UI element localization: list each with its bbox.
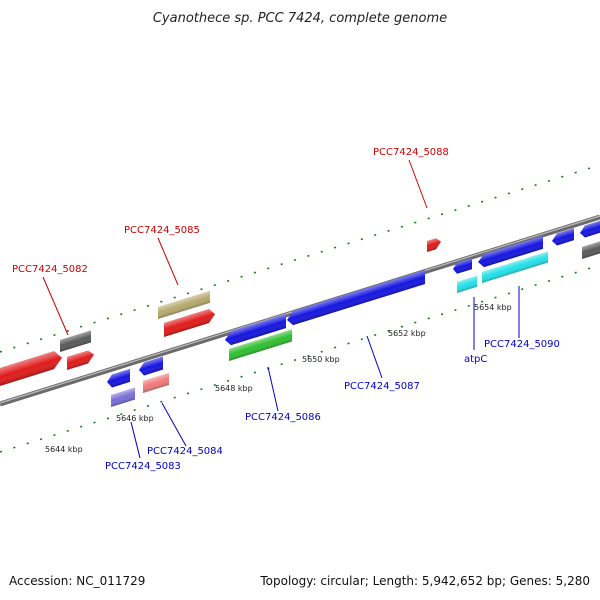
label-pcc7424-5085[interactable]: PCC7424_5085	[124, 225, 200, 236]
gene-5090-box[interactable]	[482, 251, 548, 283]
gene-5081-forward[interactable]	[0, 349, 62, 386]
label-pcc7424-5082[interactable]: PCC7424_5082	[12, 264, 88, 275]
tick-label-5654: 5654 kbp	[474, 303, 512, 312]
label-pcc7424-5088[interactable]: PCC7424_5088	[373, 147, 449, 158]
label-pcc7424-5083[interactable]: PCC7424_5083	[105, 461, 181, 472]
map-title: Cyanothece sp. PCC 7424, complete genome	[153, 11, 447, 26]
label-atpc[interactable]: atpC	[464, 354, 487, 365]
tick-label-5644: 5644 kbp	[45, 445, 83, 454]
gene-5086-reverse[interactable]	[225, 314, 286, 347]
gene-atpC-reverse[interactable]	[453, 258, 472, 275]
genome-summary-text: Topology: circular; Length: 5,942,652 bp…	[259, 574, 590, 588]
gene-5090-reverse[interactable]	[478, 235, 543, 269]
gene-labels: PCC7424_5082 PCC7424_5085 PCC7424_5088 P…	[12, 147, 560, 472]
gene-5085-box[interactable]	[158, 290, 210, 319]
label-pcc7424-5087[interactable]: PCC7424_5087	[344, 381, 420, 392]
gene-5085-forward[interactable]	[164, 307, 215, 337]
tick-label-5646: 5646 kbp	[116, 414, 154, 423]
gene-atpC-box[interactable]	[457, 275, 477, 293]
gene-5088-forward[interactable]	[427, 237, 441, 252]
forward-tick-row	[0, 164, 600, 353]
gene-right-blue[interactable]	[552, 228, 574, 247]
gene-right-grey[interactable]	[582, 241, 600, 259]
gene-5083-box[interactable]	[111, 387, 135, 407]
gene-5087-reverse[interactable]	[287, 270, 425, 327]
gene-right-blue-edge[interactable]	[580, 220, 600, 239]
accession-text: Accession: NC_011729	[9, 574, 145, 588]
label-pcc7424-5084[interactable]: PCC7424_5084	[147, 446, 223, 457]
gene-blue-arrow-b[interactable]	[139, 356, 163, 377]
gene-5082-box[interactable]	[60, 330, 91, 352]
label-pcc7424-5090[interactable]: PCC7424_5090	[484, 339, 560, 350]
label-pcc7424-5086[interactable]: PCC7424_5086	[245, 412, 321, 423]
leader-lines	[42, 159, 520, 459]
gene-5082-forward-part[interactable]	[67, 349, 94, 370]
gene-5086-box[interactable]	[229, 329, 292, 361]
tick-label-5648: 5648 kbp	[215, 384, 253, 393]
tick-labels: 5644 kbp 5646 kbp 5648 kbp 5650 kbp 5652…	[45, 303, 512, 454]
forward-ticks	[0, 164, 600, 353]
tick-label-5650: 5650 kbp	[302, 355, 340, 364]
tick-label-5652: 5652 kbp	[388, 329, 426, 338]
gene-5084-box[interactable]	[143, 372, 169, 393]
gene-blue-arrow-a[interactable]	[107, 368, 130, 389]
